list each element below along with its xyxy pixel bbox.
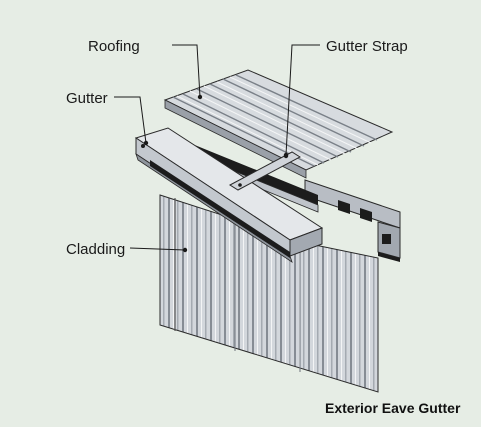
label-cladding: Cladding: [66, 241, 125, 258]
roofing-sheet: [163, 69, 394, 179]
leader-gutter-strap: [285, 44, 320, 156]
label-roofing: Roofing: [88, 38, 140, 55]
leader-dot-cladding: [182, 247, 188, 253]
diagram-title: Exterior Eave Gutter: [325, 400, 461, 416]
leader-lines: [114, 44, 320, 251]
gutter-body: [134, 127, 324, 263]
leader-dot-gutter: [143, 140, 149, 146]
leader-dot-roofing: [197, 94, 203, 100]
leader-roofing: [172, 44, 201, 98]
leader-gutter: [114, 96, 147, 144]
eave-purlin: [304, 179, 401, 262]
leader-dot-gutter-strap: [283, 152, 289, 158]
label-gutter: Gutter: [66, 90, 108, 107]
label-gutter-strap: Gutter Strap: [326, 38, 408, 55]
leader-cladding: [129, 247, 186, 251]
